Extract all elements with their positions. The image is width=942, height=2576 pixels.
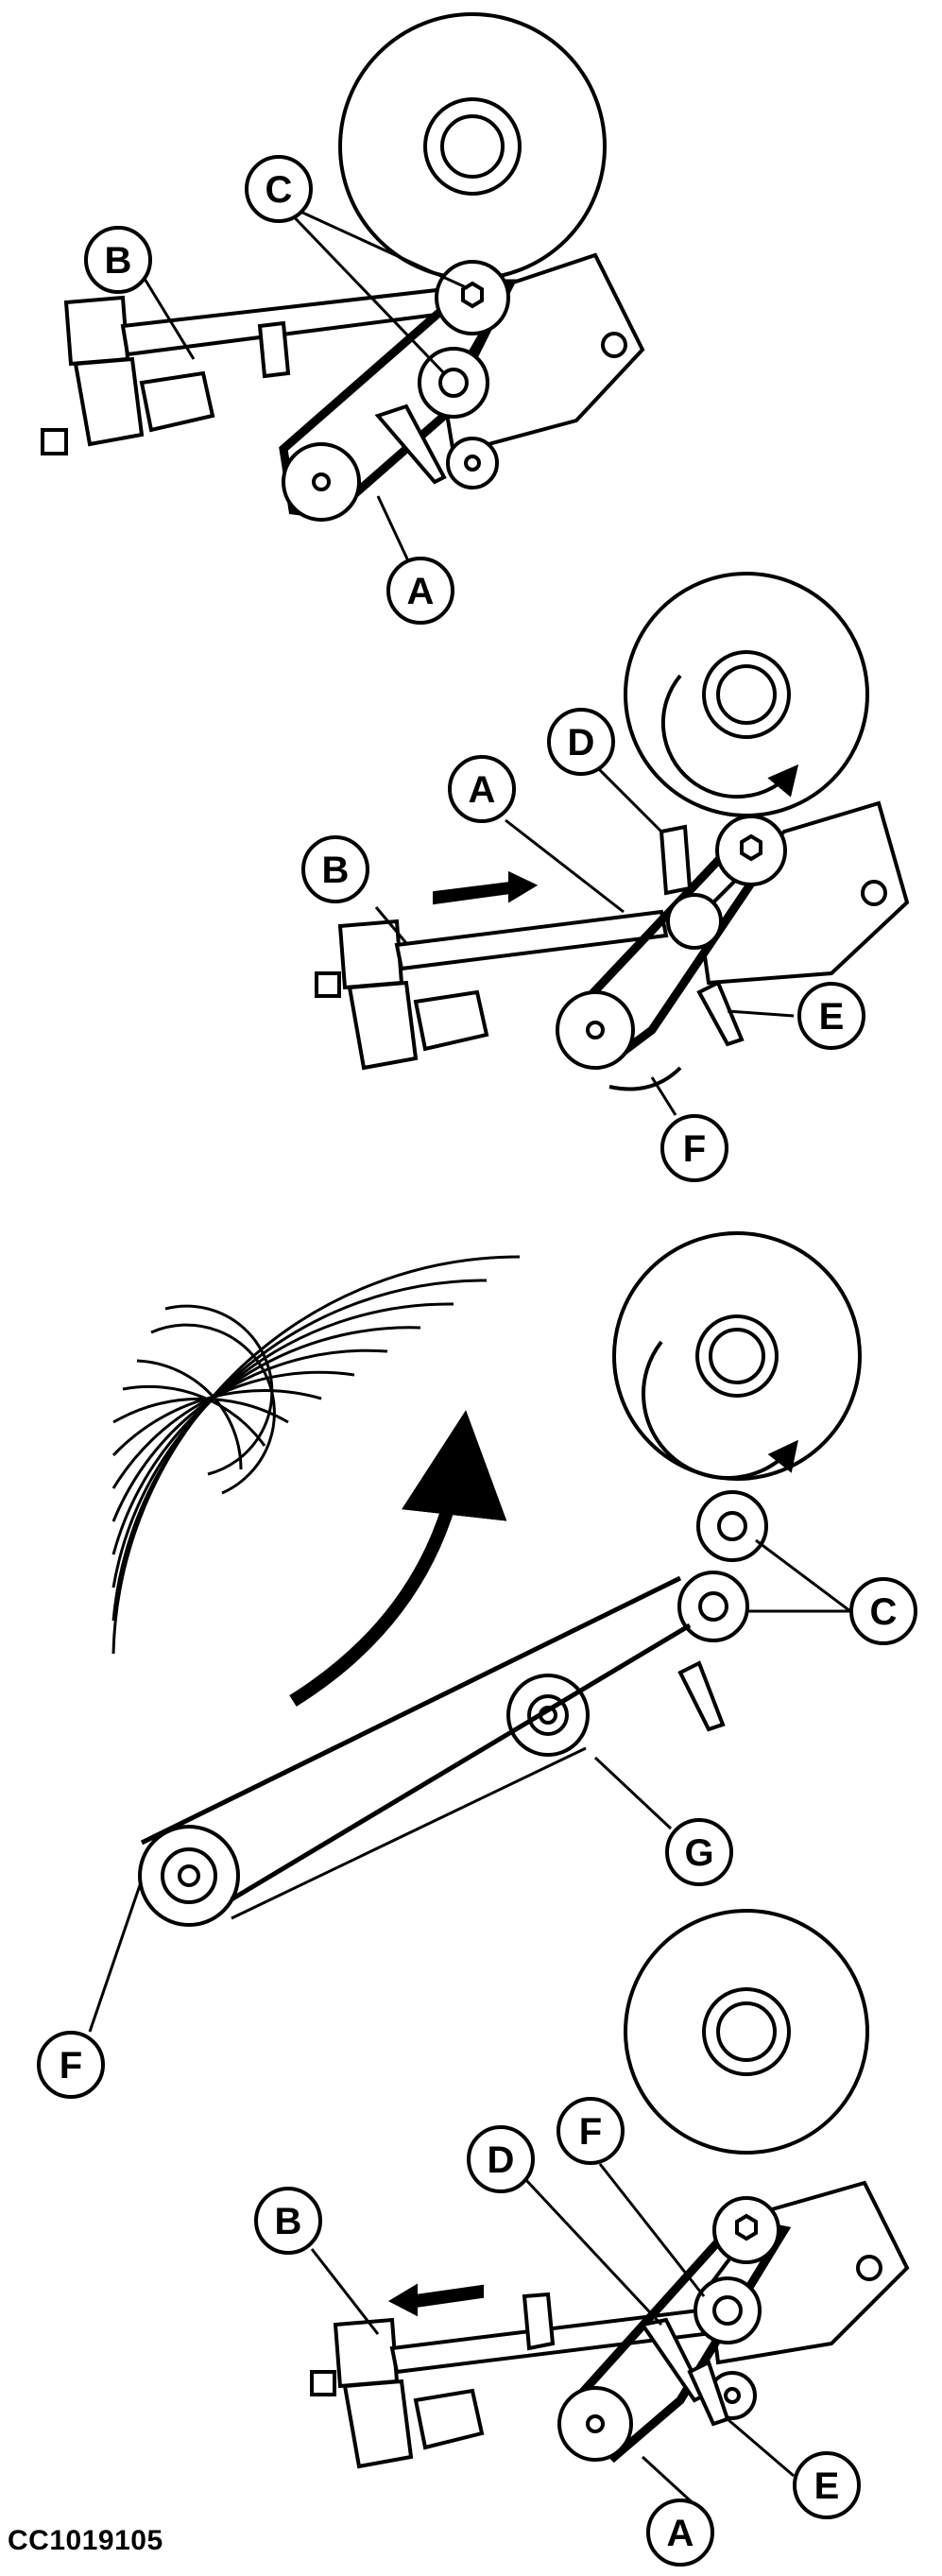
panel-2-extended — [315, 572, 910, 1091]
callout-C-panel1: C — [245, 155, 313, 223]
retract-arrow — [387, 2283, 484, 2317]
leader-lines — [88, 204, 851, 2511]
svg-text:E: E — [814, 2465, 840, 2507]
callout-C-panel3: C — [849, 1577, 917, 1645]
panel-4-retracting — [310, 1909, 910, 2469]
svg-text:C: C — [870, 1591, 898, 1633]
svg-text:F: F — [683, 1128, 706, 1170]
callout-A-panel2: A — [448, 755, 516, 823]
callout-D-panel2: D — [547, 708, 615, 776]
svg-text:F: F — [579, 2111, 602, 2153]
svg-text:D: D — [488, 2139, 515, 2181]
callout-B-panel1: B — [84, 226, 152, 294]
svg-text:G: G — [684, 1832, 713, 1874]
svg-text:A: A — [667, 2513, 694, 2554]
svg-text:F: F — [60, 2045, 82, 2087]
callout-B-panel4: B — [254, 2187, 322, 2255]
callout-F-panel4: F — [557, 2097, 625, 2165]
figure-code: CC1019105 — [8, 2525, 163, 2556]
panel-3-bale-chamber — [111, 1231, 862, 1927]
callout-D-panel4: D — [467, 2125, 535, 2193]
callout-B-panel2: B — [301, 835, 369, 903]
callout-A-panel4: A — [646, 2499, 714, 2567]
svg-text:B: B — [105, 240, 132, 282]
svg-text:A: A — [469, 769, 496, 811]
svg-text:A: A — [407, 571, 435, 612]
extend-arrow — [433, 870, 539, 905]
svg-text:B: B — [322, 850, 350, 891]
rotation-arrow — [660, 674, 799, 799]
callout-G-panel3: G — [665, 1818, 733, 1886]
callout-A-panel1: A — [386, 557, 454, 625]
callout-E-panel4: E — [793, 2451, 861, 2519]
bale-rotation-arrow — [289, 1410, 507, 1707]
callout-F-panel2: F — [660, 1114, 728, 1182]
svg-text:E: E — [819, 996, 845, 1038]
panel-1-retracted — [41, 12, 645, 522]
callout-E-panel2: E — [797, 982, 865, 1050]
svg-text:B: B — [275, 2201, 302, 2242]
callout-F-panel3: F — [37, 2031, 105, 2099]
svg-text:C: C — [265, 169, 293, 211]
svg-text:D: D — [568, 722, 595, 764]
